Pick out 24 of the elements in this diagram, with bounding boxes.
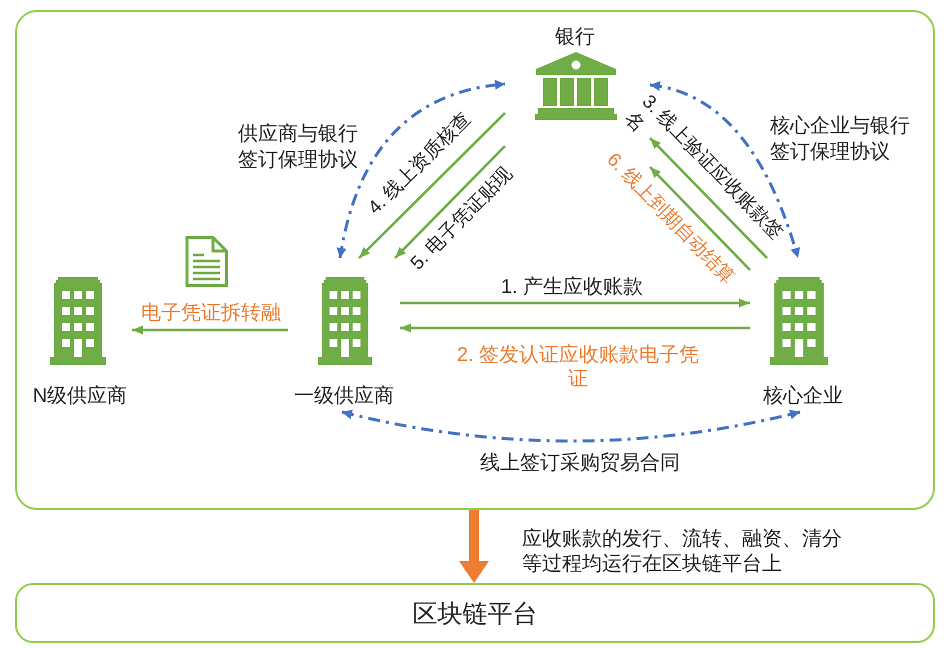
edge-label: 2. 签发认证应收账款电子凭证 — [456, 343, 700, 391]
node-label: N级供应商 — [32, 384, 128, 408]
node-label: 核心企业 — [763, 384, 843, 408]
edge-label: 1. 产生应收账款 — [500, 275, 644, 299]
edge-label: 线上签订采购贸易合同 — [480, 451, 680, 475]
arrow — [400, 324, 750, 332]
node-label: 银行 — [555, 25, 595, 49]
arrow — [649, 166, 751, 271]
arrow — [459, 510, 489, 583]
arrow — [400, 298, 750, 308]
arrow — [358, 112, 506, 259]
arrow — [650, 82, 800, 258]
edge-label: 核心企业与银行签订保理协议 — [770, 114, 911, 165]
edge-label: 供应商与银行签订保理协议 — [238, 122, 359, 173]
node-label: 一级供应商 — [294, 384, 394, 408]
platform-box: 区块链平台 — [15, 583, 935, 643]
rounded-panel — [15, 10, 935, 510]
arrow — [649, 137, 768, 259]
arrow — [342, 409, 800, 442]
edge-label: 电子凭证拆转融 — [141, 301, 281, 325]
arrow — [132, 326, 288, 334]
arrow — [394, 145, 506, 259]
arrow — [336, 80, 506, 258]
edge-label: 应收账款的发行、流转、融资、清分等过程均运行在区块链平台上 — [522, 527, 843, 577]
